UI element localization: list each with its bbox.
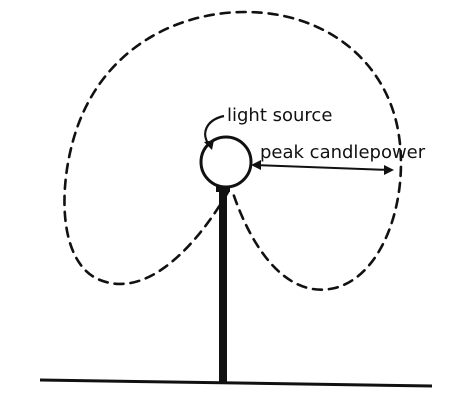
ground-line — [39, 378, 433, 388]
light-source-leader-arrowhead — [204, 140, 214, 150]
peak-candlepower-arrowhead-right — [384, 165, 394, 175]
lamp-pole — [219, 190, 227, 382]
peak-candlepower-arrowhead-left — [251, 160, 261, 170]
light-source-label: light source — [227, 105, 332, 126]
distribution-curve — [63, 10, 403, 291]
peak-candlepower-arrow — [253, 164, 391, 171]
peak-candlepower-label: peak candlepower — [260, 142, 426, 163]
light-source-globe — [199, 135, 253, 189]
